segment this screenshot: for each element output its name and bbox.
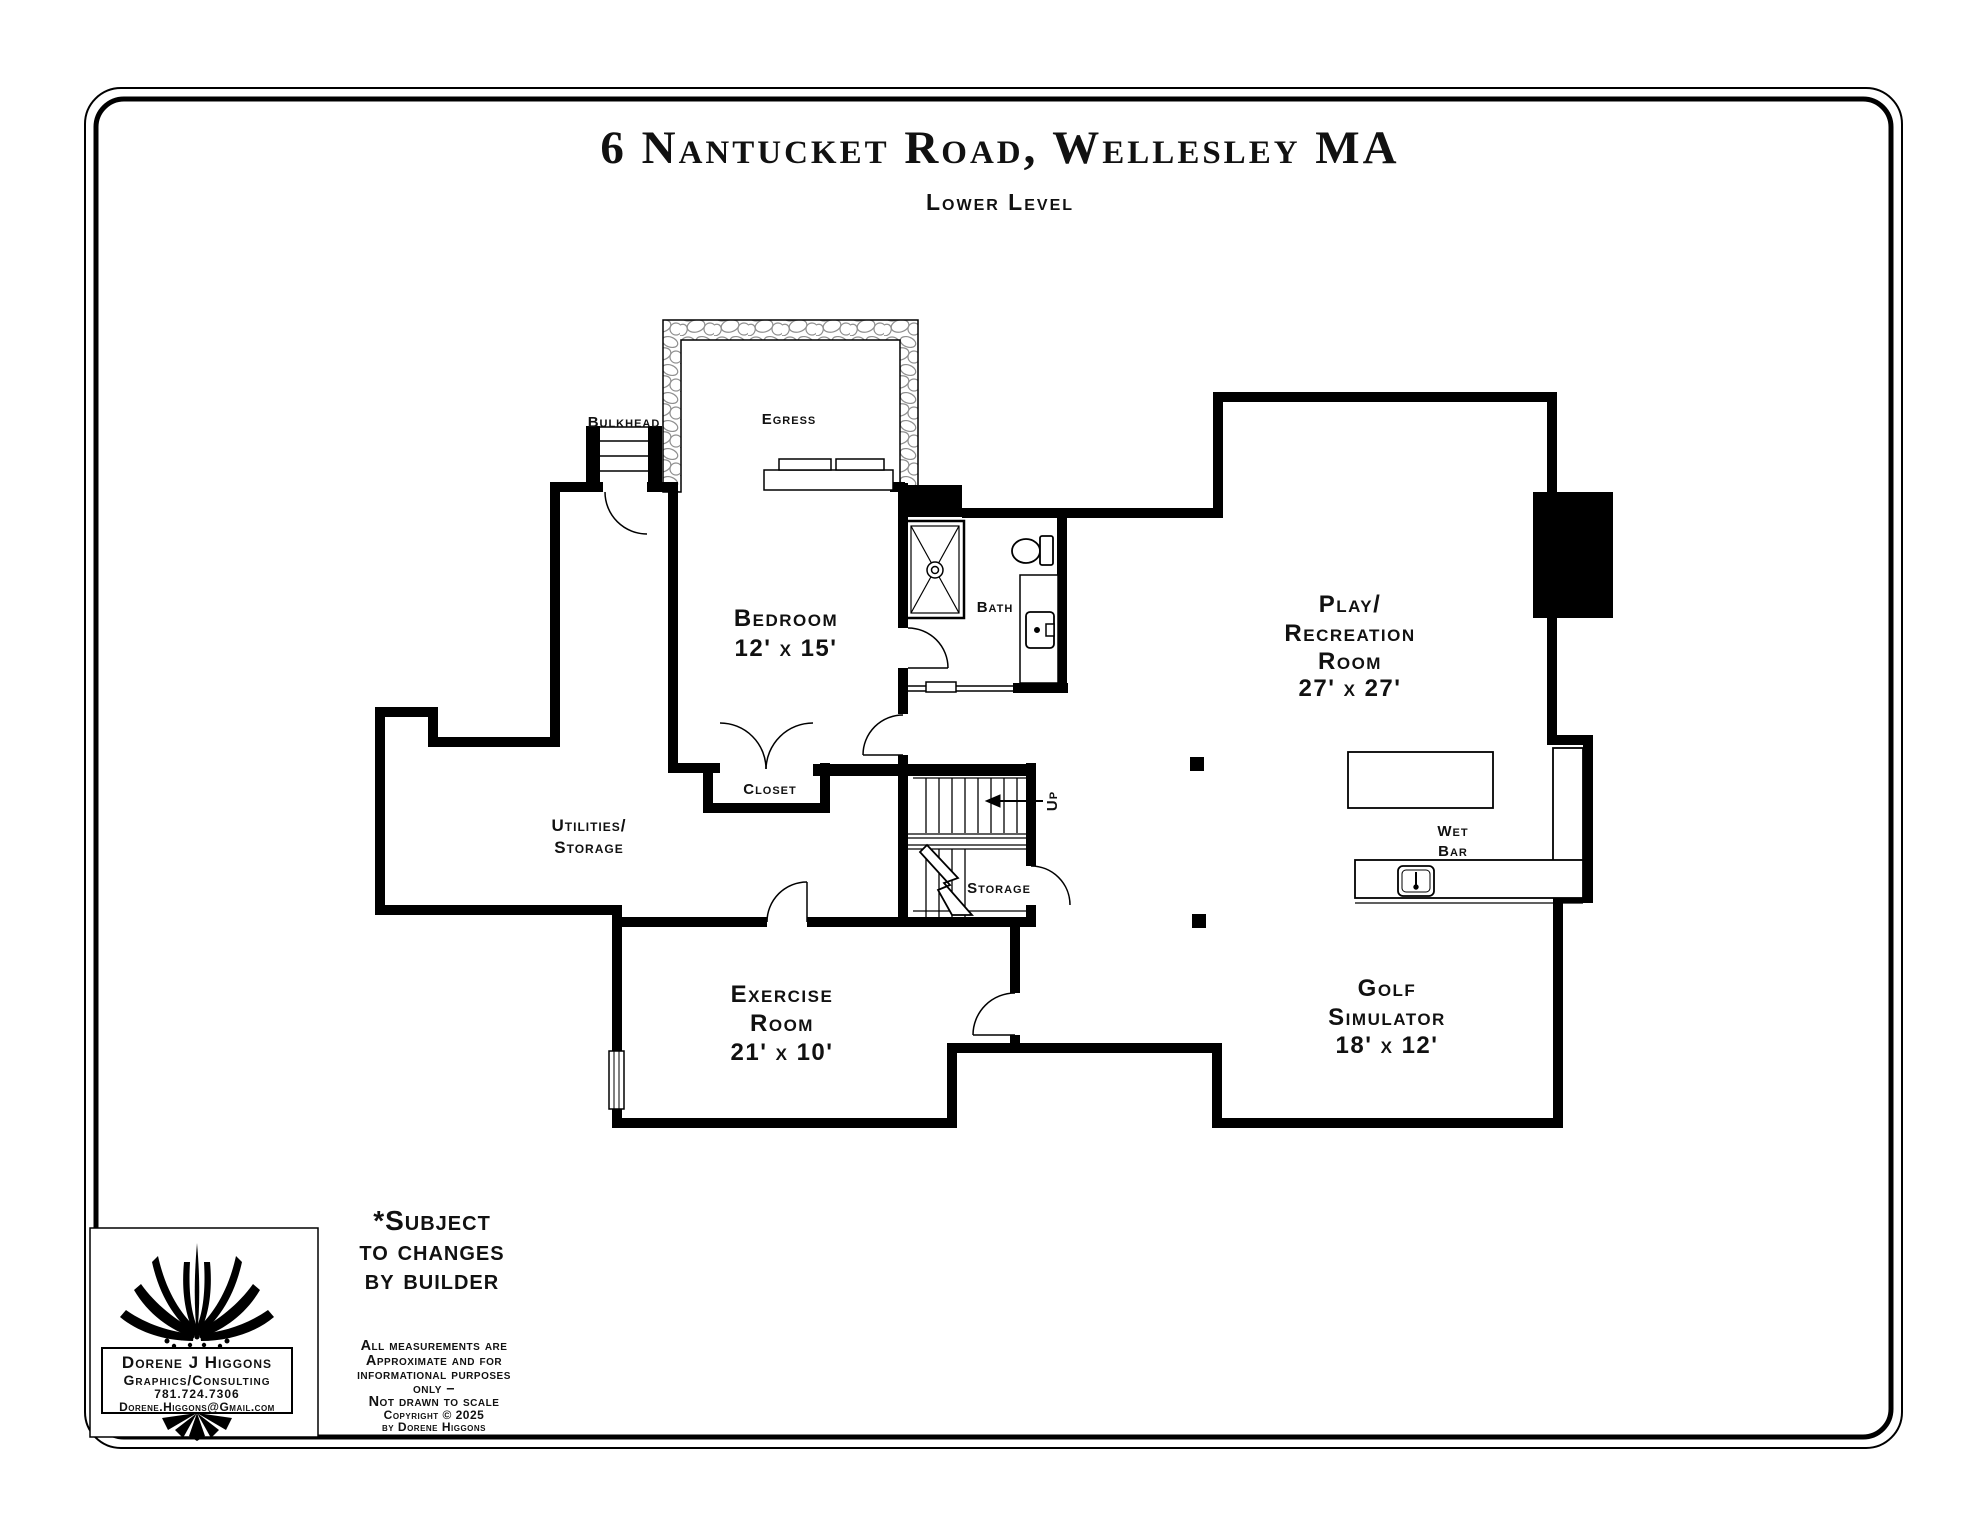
play-label-1: Play/ [1319,591,1382,618]
utilities-label-2: Storage [554,838,623,857]
disclaimer-line: All measurements are [361,1338,508,1354]
utilities-label-1: Utilities/ [552,816,627,835]
builder-note-2: to changes [359,1235,504,1266]
chimney [1533,492,1613,618]
wetbar-label-2: Bar [1438,843,1468,860]
page-border [84,87,1903,1449]
logo-phone: 781.724.7306 [154,1387,239,1401]
disclaimer-line: Not drawn to scale [369,1394,500,1410]
exercise-label-2: Room [750,1010,814,1037]
closet-label: Closet [743,781,797,798]
exercise-label-1: Exercise [731,981,834,1008]
bath-label: Bath [977,599,1014,616]
bedroom-dims: 12' x 15' [735,635,838,662]
disclaimer-line: informational purposes [357,1367,511,1383]
logo-text-box [101,1347,293,1414]
play-label-3: Room [1318,648,1382,675]
understair-storage-label: Storage [967,880,1031,897]
staircase [908,777,1036,917]
egress-label: Egress [762,411,817,428]
page-subtitle: Lower Level [926,189,1074,215]
builder-note-1: *Subject [373,1205,491,1236]
copyright-line: Copyright © 2025 [384,1408,485,1422]
column [1190,757,1204,771]
bedroom-label: Bedroom [734,605,838,632]
page-title: 6 Nantucket Road, Wellesley MA [600,122,1399,174]
column [1192,914,1206,928]
pineapple-icon [120,1243,274,1441]
bulkhead-label: Bulkhead [588,414,661,431]
doors [604,491,1071,1036]
golf-dims: 18' x 12' [1336,1032,1439,1059]
logo-business: Graphics/Consulting [123,1372,270,1388]
wet-bar-counters [1347,747,1584,904]
exercise-dims: 21' x 10' [731,1039,834,1066]
play-dims: 27' x 27' [1299,675,1402,702]
logo-block: Dorene J Higgons Graphics/Consulting 781… [89,1227,319,1441]
stair-break-line [918,843,974,916]
stairs-up-label: Up [1044,791,1061,811]
vanity-sink [1019,574,1059,684]
wetbar-label-1: Wet [1437,823,1468,840]
bath-pocket-door [908,681,1013,693]
toilet [1011,535,1054,566]
wet-bar-sink [1397,865,1435,897]
exercise-window [608,1050,625,1110]
bulkhead-stairs [586,426,662,472]
egress-window [763,458,894,491]
up-arrow [984,794,1043,808]
disclaimer-line: Approximate and for [366,1353,502,1369]
logo-name: Dorene J Higgons [122,1353,272,1372]
builder-note-3: by builder [365,1264,499,1295]
disclaimer-line: only – [413,1381,455,1397]
play-label-2: Recreation [1284,620,1415,647]
logo-email: Dorene.Higgons@Gmail.com [119,1400,275,1414]
golf-label-2: Simulator [1328,1004,1446,1031]
copyright-line: by Dorene Higgons [382,1420,486,1434]
golf-label-1: Golf [1358,975,1417,1002]
shower [904,519,966,620]
